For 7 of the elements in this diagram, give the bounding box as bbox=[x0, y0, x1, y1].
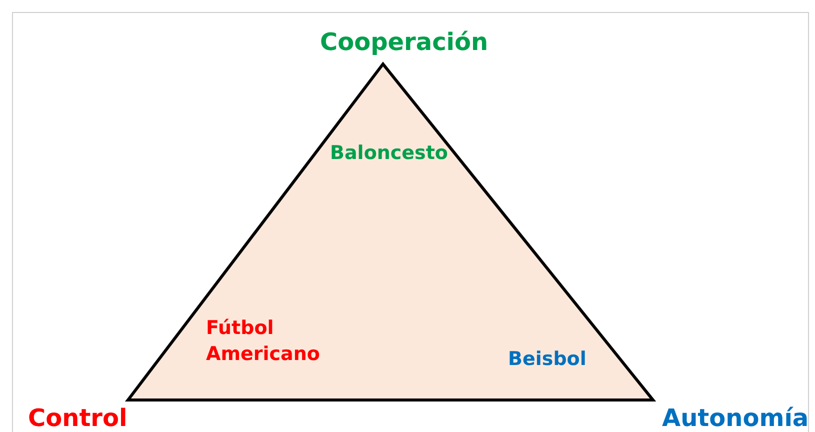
vertex-label: Cooperación bbox=[320, 27, 488, 58]
vertex-label: Autonomía bbox=[662, 403, 809, 432]
sport-label: Fútbol Americano bbox=[206, 316, 321, 367]
sport-label: Baloncesto bbox=[330, 141, 448, 166]
triangle bbox=[124, 62, 656, 402]
vertex-label: Control bbox=[28, 403, 128, 432]
sport-label: Beisbol bbox=[508, 347, 586, 372]
